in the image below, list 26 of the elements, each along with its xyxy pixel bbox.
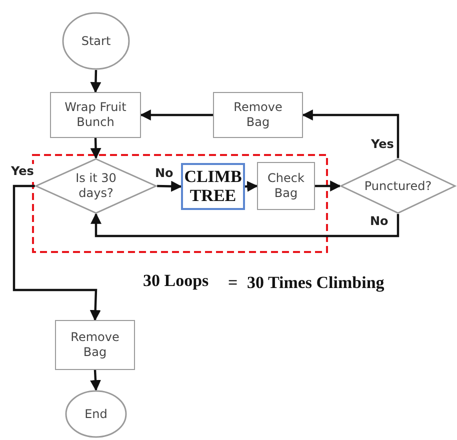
arrow bbox=[12, 184, 101, 322]
arrow bbox=[90, 370, 101, 392]
edge-label: No bbox=[369, 214, 390, 228]
arrow bbox=[156, 180, 182, 192]
terminal-ellipse: Start bbox=[62, 12, 130, 70]
decision-diamond: Punctured? bbox=[340, 158, 456, 214]
arrow bbox=[140, 110, 213, 120]
process-box: Check Bag bbox=[257, 162, 315, 210]
note-text: = bbox=[228, 273, 238, 293]
note-text: 30 Loops bbox=[143, 271, 209, 291]
process-box: Remove Bag bbox=[213, 92, 303, 138]
arrow bbox=[90, 138, 102, 160]
note-text: 30 Times Climbing bbox=[247, 273, 384, 293]
edge-label: No bbox=[154, 166, 174, 180]
decision-diamond: Is it 30 days? bbox=[35, 158, 157, 214]
terminal-ellipse: End bbox=[65, 390, 127, 438]
arrow bbox=[90, 70, 102, 94]
edge-label: Yes bbox=[10, 164, 35, 178]
arrow bbox=[90, 212, 400, 238]
edge-label: Yes bbox=[370, 137, 395, 151]
arrow bbox=[302, 110, 400, 158]
arrow bbox=[315, 180, 342, 192]
process-box: Remove Bag bbox=[55, 320, 135, 370]
process-box: CLIMB TREE bbox=[181, 163, 245, 210]
arrow bbox=[244, 180, 258, 192]
process-box: Wrap Fruit Bunch bbox=[50, 92, 141, 138]
